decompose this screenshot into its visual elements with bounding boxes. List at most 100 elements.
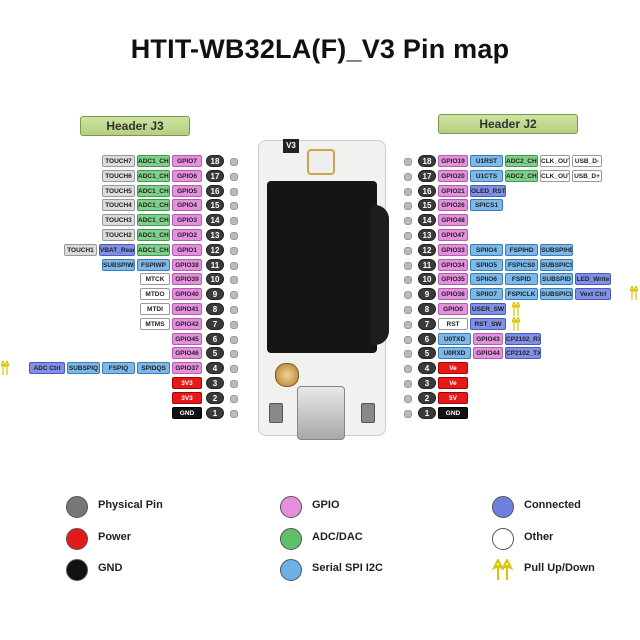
header-j3-label: Header J3 bbox=[80, 116, 190, 136]
pin-function-label: GPIO0 bbox=[438, 303, 468, 315]
pin-header-dot bbox=[404, 246, 412, 255]
pin-function-label: GPIO48 bbox=[438, 214, 468, 227]
pull-up-down-icon bbox=[492, 559, 514, 580]
physical-pin-number: 2 bbox=[418, 391, 436, 404]
pin-function-label: U0RXD bbox=[438, 347, 471, 360]
pin-function-label: U1CTS bbox=[470, 169, 503, 182]
pin-function-label: RST_SW bbox=[470, 317, 506, 330]
right-pin-row: 13 GPIO47 bbox=[0, 229, 640, 242]
pin-function-label: RST bbox=[438, 317, 468, 330]
pin-function-label: LED_Write bbox=[575, 273, 611, 286]
pin-header-dot bbox=[230, 291, 238, 300]
pin-function-label: MTMS bbox=[140, 317, 170, 330]
pin-function-label: TOUCH7 bbox=[102, 155, 135, 167]
left-pin-row: 6 GPIO45 bbox=[0, 332, 640, 346]
pin-header-dot bbox=[404, 291, 412, 300]
pin-function-label: GPIO19 bbox=[438, 155, 468, 167]
pin-function-label: GPIO26 bbox=[438, 199, 468, 212]
pin-function-label: GPIO3 bbox=[172, 214, 202, 227]
pin-header-dot bbox=[404, 217, 412, 226]
legend-label: Physical Pin bbox=[98, 499, 163, 511]
pin-header-dot bbox=[230, 335, 238, 344]
pin-header-dot bbox=[404, 172, 412, 181]
pin-function-label: SPICS1 bbox=[470, 199, 503, 212]
pin-function-label: ADC2_CH9 bbox=[505, 169, 538, 182]
pin-function-label: TOUCH5 bbox=[102, 184, 135, 197]
physical-pin-number: 8 bbox=[418, 303, 436, 315]
pin-function-label: TOUCH2 bbox=[102, 229, 135, 241]
pin-header-dot bbox=[230, 187, 238, 196]
pin-header-dot bbox=[404, 232, 412, 240]
pin-header-dot bbox=[404, 380, 412, 388]
oled-display-icon bbox=[267, 181, 377, 353]
pin-function-label: TOUCH6 bbox=[102, 169, 135, 182]
pin-header-dot bbox=[404, 261, 412, 270]
physical-pin-number: 16 bbox=[206, 184, 224, 197]
legend-label: ADC/DAC bbox=[312, 531, 363, 543]
pin-header-dot bbox=[404, 350, 412, 359]
legend-item: ADC/DAC bbox=[280, 528, 430, 552]
legend-item: Physical Pin bbox=[66, 496, 216, 520]
legend-swatch bbox=[492, 528, 514, 550]
pin-header-dot bbox=[230, 394, 238, 403]
pin-function-label: GPIO4 bbox=[172, 199, 202, 212]
physical-pin-number: 4 bbox=[418, 362, 436, 375]
pin-function-label: GPIO37 bbox=[172, 362, 202, 375]
legend-label: Other bbox=[524, 531, 554, 543]
pin-function-label: SPIIO4 bbox=[470, 243, 503, 256]
pull-up-down-icon bbox=[512, 302, 520, 316]
pin-function-label: ADC1_CH2 bbox=[137, 214, 170, 227]
pin-header-dot bbox=[404, 320, 412, 329]
right-pin-row: 14 GPIO48 bbox=[0, 214, 640, 227]
physical-pin-number: 16 bbox=[418, 184, 436, 197]
pin-header-dot bbox=[230, 365, 238, 374]
pin-header-dot bbox=[230, 261, 238, 270]
pin-function-label: FSPIQ bbox=[102, 362, 135, 375]
pin-function-label: GPIO45 bbox=[172, 332, 202, 345]
pin-function-label: 5V bbox=[438, 391, 468, 404]
pin-header-dot bbox=[230, 246, 238, 255]
physical-pin-number: 6 bbox=[418, 332, 436, 345]
pin-header-dot bbox=[404, 276, 412, 285]
pin-function-label: SUBSPIWP bbox=[102, 258, 135, 271]
physical-pin-number: 14 bbox=[206, 214, 224, 227]
pin-function-label: GPIO47 bbox=[438, 229, 468, 241]
legend-item: Connected bbox=[492, 496, 640, 520]
physical-pin-number: 13 bbox=[206, 229, 224, 241]
pin-function-label: USER_SW bbox=[470, 303, 506, 315]
pin-function-label: OLED_RST bbox=[470, 184, 506, 197]
pin-function-label: ADC1_CH6 bbox=[137, 155, 170, 167]
physical-pin-number: 1 bbox=[418, 406, 436, 419]
pull-up-down-icon bbox=[630, 286, 638, 301]
pin-function-label: ADC1_CH0 bbox=[137, 243, 170, 256]
rst-button-icon bbox=[361, 403, 375, 423]
physical-pin-number: 17 bbox=[418, 169, 436, 182]
pin-function-label: GPIO6 bbox=[172, 169, 202, 182]
pin-header-dot bbox=[230, 276, 238, 285]
pin-function-label: U1RST bbox=[470, 155, 503, 167]
pin-function-label: GPIO36 bbox=[438, 288, 468, 301]
physical-pin-number: 5 bbox=[206, 347, 224, 360]
pin-function-label: CLK_OUT2 bbox=[540, 155, 570, 167]
pin-function-label: FSPIWP bbox=[137, 258, 170, 271]
legend-label: Pull Up/Down bbox=[524, 562, 595, 574]
pin-function-label: SUBSPICS0 bbox=[540, 258, 573, 271]
legend-item: Pull Up/Down bbox=[492, 559, 640, 583]
right-pin-row: 9GPIO36SPIIO7FSPICLKSUBSPICLKVext Ctrl bbox=[0, 288, 640, 301]
legend-label: Power bbox=[98, 531, 132, 543]
pin-function-label: TOUCH3 bbox=[102, 214, 135, 227]
pin-function-label: USB_D- bbox=[572, 155, 602, 167]
pin-header-dot bbox=[404, 158, 412, 166]
pin-function-label: CLK_OUT1 bbox=[540, 169, 570, 182]
physical-pin-number: 9 bbox=[418, 288, 436, 301]
pin-header-dot bbox=[230, 202, 238, 211]
